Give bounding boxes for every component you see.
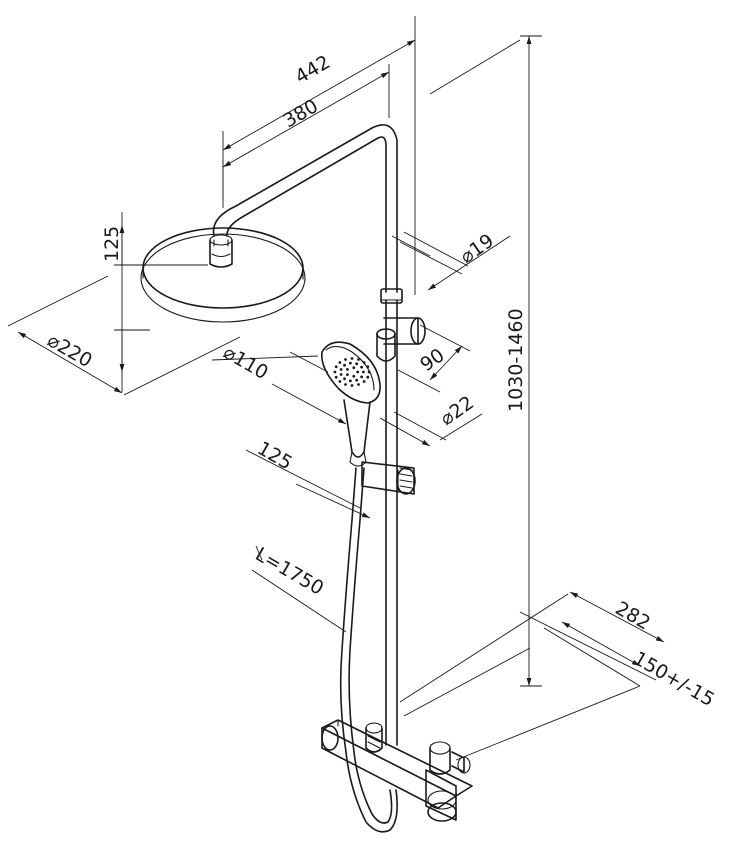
spray-nozzle-dot [350, 384, 354, 387]
spray-nozzle-dot [344, 358, 347, 361]
riser-column [385, 299, 398, 746]
column-collar [380, 288, 403, 304]
dimension-label-hose: L=1750 [252, 543, 328, 599]
dimension-label-1030-1460: 1030-1460 [505, 308, 527, 412]
dimension-pipe-diameter: ⌀19 [391, 230, 511, 291]
spray-nozzle-dot [355, 362, 359, 366]
spray-nozzle-dot [344, 383, 347, 386]
dimension-column-height: 1030-1460 [429, 35, 542, 687]
dimension-label-442: 442 [292, 51, 334, 88]
dimension-hand-shower-diameter: ⌀110 [211, 341, 347, 425]
dimension-head-diameter: ⌀220 [7, 275, 241, 396]
spray-nozzle-dot [362, 380, 366, 383]
overhead-arm [212, 124, 398, 293]
spray-nozzle-dot [355, 378, 359, 382]
spray-nozzle-dot [339, 373, 343, 376]
hand-shower [321, 341, 381, 467]
spray-nozzle-dot [338, 380, 342, 383]
spray-nozzle-dot [338, 361, 342, 364]
dimension-label-110: ⌀110 [220, 341, 272, 384]
spray-nozzle-dot [357, 383, 360, 386]
spray-nozzle-dot [334, 375, 338, 379]
dimension-label-380: 380 [280, 95, 322, 132]
spray-nozzle-dot [333, 370, 337, 374]
spray-nozzle-dot [352, 374, 356, 378]
dimension-slide-rail-diameter: ⌀22 [379, 392, 483, 447]
spray-nozzle-dot [366, 365, 370, 369]
spray-nozzle-dot [362, 361, 366, 364]
dimension-label-220: ⌀220 [44, 329, 96, 372]
spray-nozzle-dot [349, 379, 352, 383]
spray-nozzle-dot [367, 370, 371, 374]
spray-nozzle-dot [343, 363, 346, 367]
spray-nozzle-dot [334, 365, 338, 369]
dimension-label-150: 150+/-15 [630, 647, 719, 711]
spray-nozzle-dot [346, 368, 349, 371]
dimension-head-height: 125 [101, 212, 208, 392]
spray-nozzle-dot [346, 373, 349, 376]
spray-nozzle-dot [352, 366, 356, 370]
dimension-holder-offset: 90 [397, 324, 471, 393]
dimension-hose-length: L=1750 [252, 543, 347, 633]
dimension-label-90: 90 [416, 344, 448, 376]
dimension-label-22: ⌀22 [436, 392, 478, 430]
spray-nozzle-dot [360, 375, 363, 379]
dimension-inlet-spacing: 150+/-15 [403, 621, 719, 761]
thermostatic-mixer [321, 719, 473, 822]
spray-nozzle-dot [366, 375, 370, 379]
shower-hose [339, 467, 398, 833]
spray-nozzle-dot [356, 370, 360, 374]
dimension-label-125-head: 125 [101, 226, 123, 262]
spray-nozzle-dot [343, 377, 346, 381]
spray-nozzle-dot [350, 357, 354, 360]
dimension-label-125-offset: 125 [254, 437, 296, 474]
spray-nozzles [333, 357, 371, 387]
spray-nozzle-dot [357, 358, 360, 361]
dimension-mixer-depth: 282 [399, 591, 665, 703]
rain-shower-head [140, 227, 306, 323]
dimension-label-19: ⌀19 [456, 230, 498, 268]
dimension-label-282: 282 [612, 597, 654, 634]
spray-nozzle-dot [362, 370, 365, 374]
slide-bar-holder [361, 461, 416, 495]
spray-nozzle-dot [360, 365, 363, 369]
spray-nozzle-dot [339, 368, 343, 371]
spray-nozzle-dot [349, 361, 352, 365]
hand-shower-holder-bracket [376, 317, 426, 362]
